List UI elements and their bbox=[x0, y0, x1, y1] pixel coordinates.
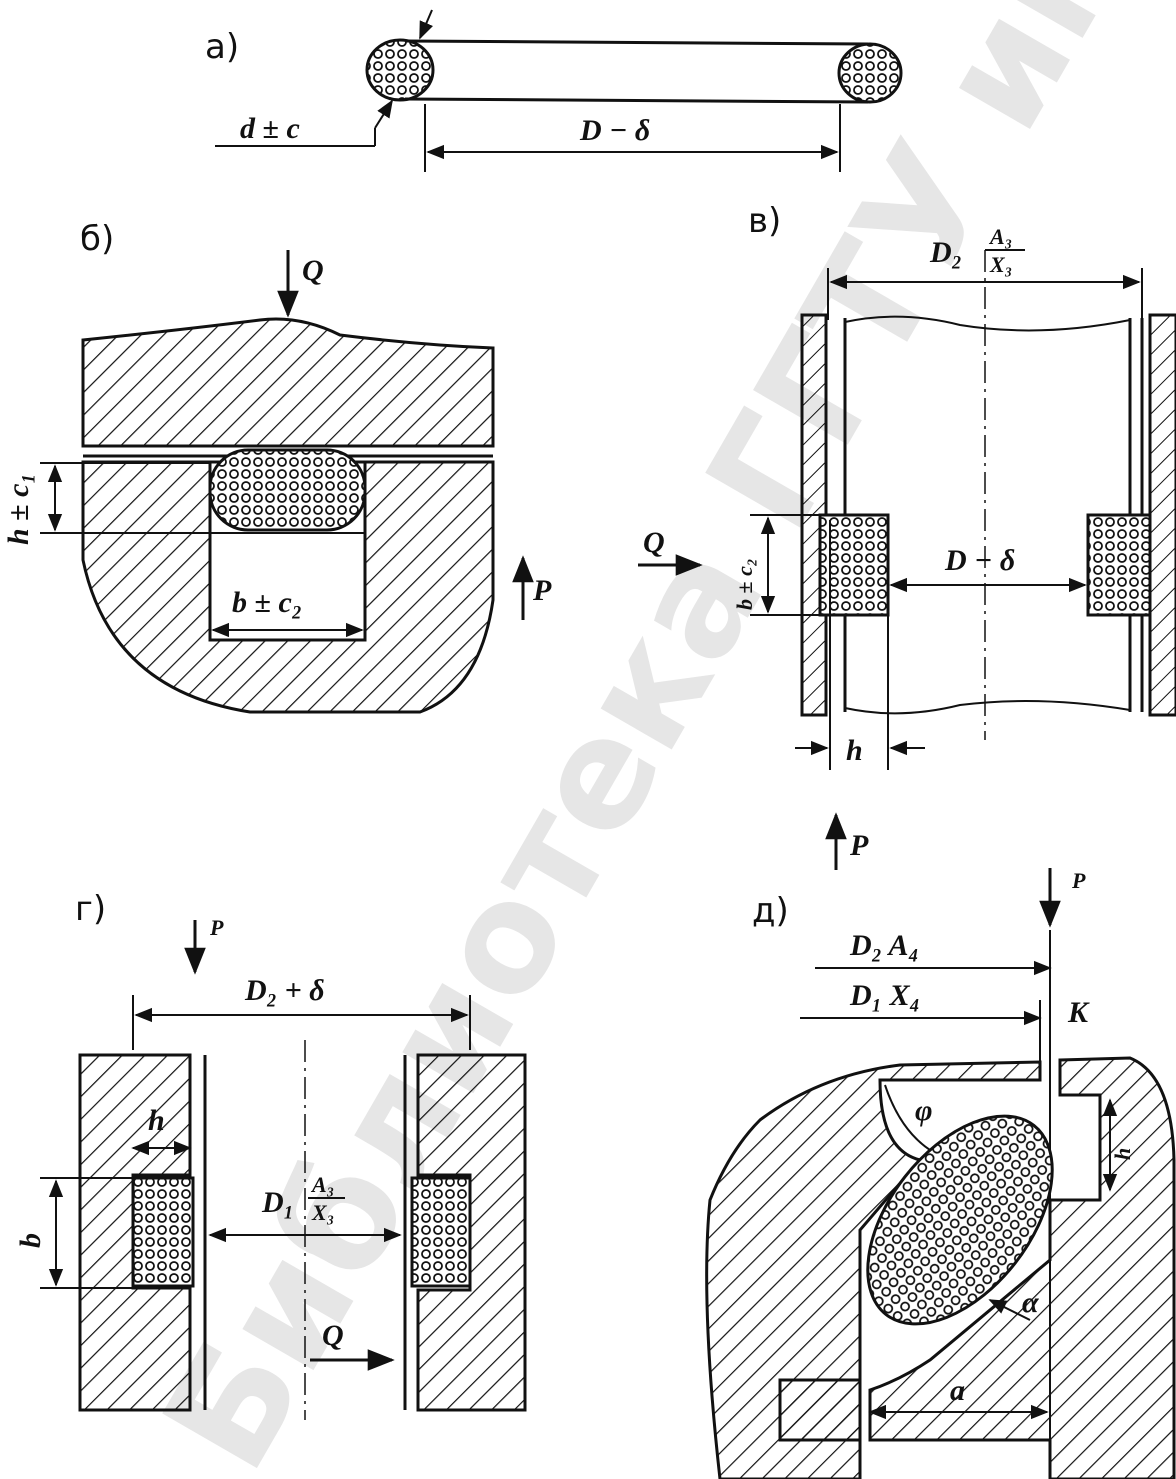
dim-top-label: D₂ bbox=[929, 236, 962, 269]
force-p-label: P bbox=[209, 915, 224, 940]
dim-d2-label: D₂ A₄ bbox=[849, 929, 919, 962]
figure-v-label: в) bbox=[748, 201, 781, 241]
force-q-label: Q bbox=[643, 526, 665, 559]
seal-oval bbox=[866, 1114, 1054, 1326]
top-flange bbox=[81, 317, 495, 448]
dim-section-label: d ± c bbox=[240, 112, 300, 145]
dim-top-fit2: X₃ bbox=[989, 252, 1012, 277]
dim-width-label: b ± c₂ bbox=[232, 586, 302, 619]
dim-inner-label: D − δ bbox=[579, 114, 650, 147]
force-p-label: P bbox=[532, 574, 552, 607]
dim-inner-fit2: X₃ bbox=[311, 1200, 334, 1225]
dim-top-label: D₂ + δ bbox=[244, 974, 325, 1007]
force-q-label: Q bbox=[322, 1319, 344, 1352]
seal-right bbox=[1086, 513, 1152, 617]
angle-arc bbox=[884, 1084, 931, 1151]
figure-d-angled-seal: д) P D₂ A₄ D₁ X₄ K φ h a α bbox=[705, 868, 1176, 1479]
bottom-flange bbox=[81, 460, 495, 714]
force-p-label: P bbox=[849, 829, 869, 862]
break-bottom bbox=[844, 700, 1131, 715]
bore-wall-right bbox=[1148, 313, 1176, 717]
section-arrow-top bbox=[419, 9, 433, 40]
figure-b-label: б) bbox=[80, 219, 114, 259]
figure-v-radial-seal-shaft: в) D₂ A₃ X₃ D − δ b ± c₂ Q h P bbox=[638, 201, 1176, 870]
dim-inner-fit: A₃ bbox=[310, 1172, 334, 1197]
housing-bottom bbox=[778, 1378, 862, 1442]
dim-height-label: h ± c₁ bbox=[2, 473, 35, 545]
dim-h-label: h bbox=[1110, 1148, 1135, 1160]
housing-left bbox=[705, 1060, 1042, 1479]
dim-b-label: b ± c₂ bbox=[732, 558, 757, 610]
figure-a-o-ring: а) d ± c D − δ bbox=[205, 9, 903, 172]
figure-d-label: д) bbox=[752, 891, 789, 931]
angle-label: φ bbox=[915, 1094, 933, 1127]
ring-top-edge bbox=[404, 39, 869, 46]
dim-a-label: a bbox=[950, 1374, 965, 1407]
figure-g-label: г) bbox=[75, 889, 106, 929]
ring-section-right bbox=[837, 42, 903, 104]
angle-a-label: α bbox=[1022, 1286, 1039, 1319]
ring-bottom-edge bbox=[404, 97, 869, 104]
housing-right bbox=[868, 1056, 1176, 1479]
dim-b-label: b bbox=[14, 1233, 47, 1248]
figure-a-label: а) bbox=[205, 27, 239, 67]
dim-inner-label: D₁ bbox=[261, 1186, 294, 1219]
dim-h-label: h bbox=[846, 734, 863, 767]
ring-section-left bbox=[365, 38, 435, 102]
seal-left bbox=[818, 513, 890, 617]
figure-g-radial-seal-piston: г) P D₂ + δ h b D₁ A₃ X₃ Q bbox=[14, 889, 527, 1420]
mark-k-label: K bbox=[1067, 996, 1090, 1029]
dim-h-label: h bbox=[148, 1104, 165, 1137]
angle-a-arc bbox=[988, 1299, 1031, 1321]
dim-top-fit: A₃ bbox=[988, 224, 1012, 249]
force-q-label: Q bbox=[302, 254, 324, 287]
compressed-ring bbox=[208, 448, 367, 532]
dim-inner-label: D − δ bbox=[944, 544, 1015, 577]
dim-d1-label: D₁ X₄ bbox=[849, 979, 920, 1012]
seal-right bbox=[410, 1176, 472, 1288]
break-top bbox=[844, 315, 1131, 332]
figure-b-axial-seal: б) Q h ± c₁ b ± c₂ P bbox=[2, 219, 552, 714]
force-p-label: P bbox=[1071, 868, 1086, 893]
section-arrow-bottom bbox=[374, 99, 393, 129]
seal-left bbox=[131, 1176, 195, 1288]
